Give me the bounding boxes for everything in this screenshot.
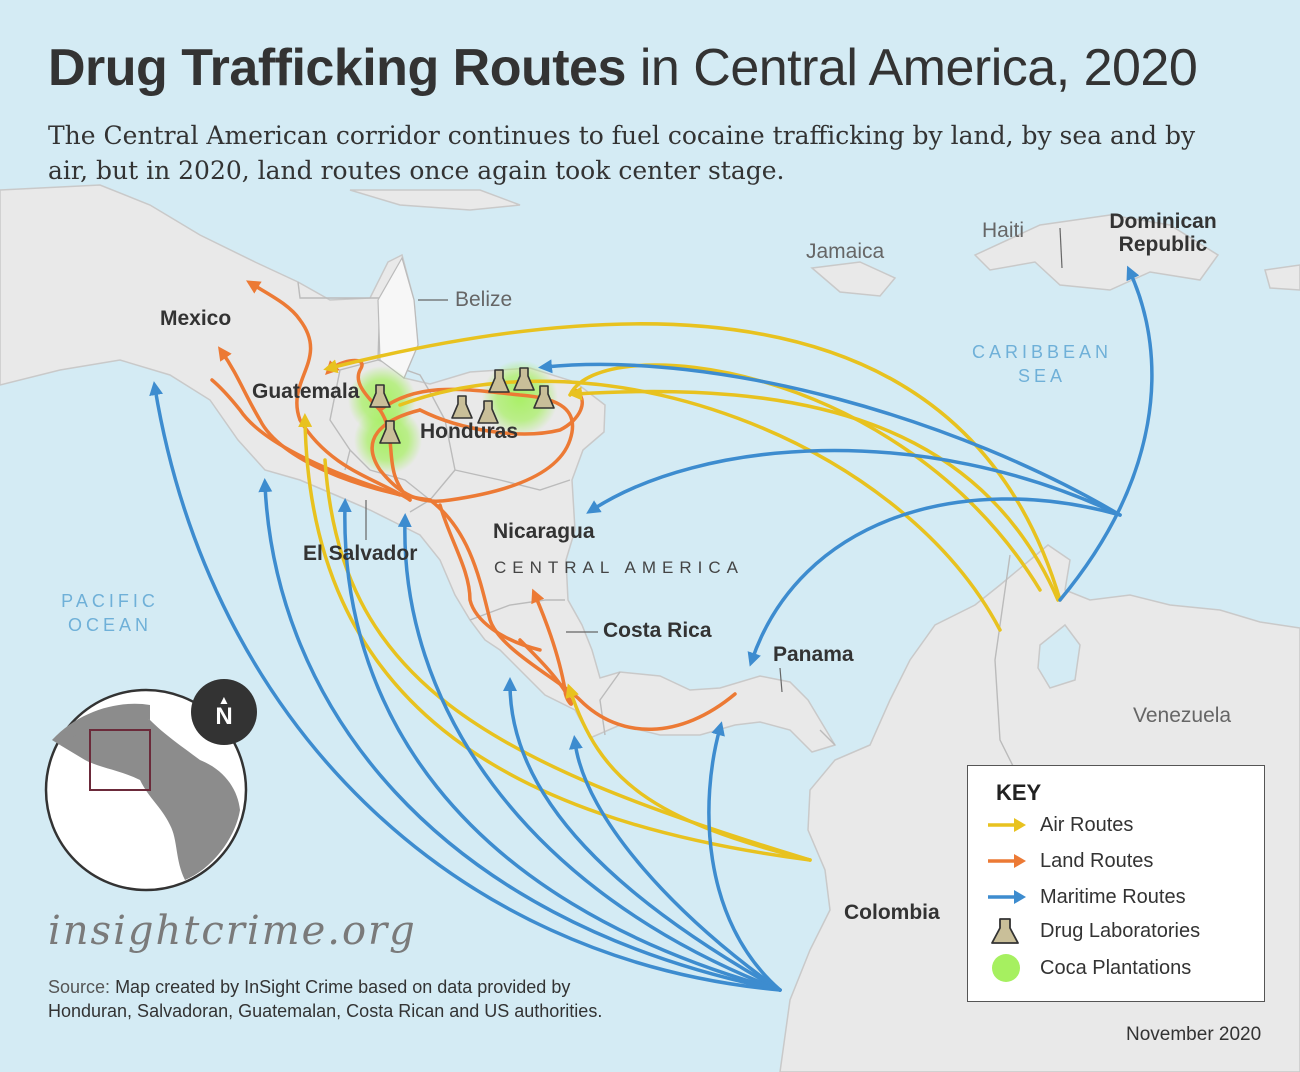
land-puerto-rico (1264, 264, 1300, 291)
flask-icon (379, 420, 401, 444)
flask-icon (513, 367, 535, 391)
label-el-salvador: El Salvador (303, 542, 418, 565)
label-honduras: Honduras (420, 420, 519, 443)
north-label: N (215, 703, 233, 730)
label-venezuela: Venezuela (1133, 704, 1232, 727)
page-subtitle: The Central American corridor continues … (48, 121, 1196, 185)
title-rest: in Central America, 2020 (639, 39, 1198, 97)
page-title: Drug Trafficking Routes in Central Ameri… (48, 38, 1198, 98)
leader-lines (365, 227, 1063, 693)
flask-icon (533, 385, 555, 409)
label-pacific-ocean: PACIFIC OCEAN (61, 591, 159, 635)
label-belize: Belize (455, 288, 513, 311)
label-jamaica: Jamaica (806, 240, 885, 263)
coca-plantation-icon (992, 954, 1020, 982)
label-haiti: Haiti (982, 219, 1025, 242)
land-route-arrow-icon (988, 854, 1026, 868)
key-label-drug-laboratories: Drug Laboratories (1040, 920, 1201, 942)
land-hispaniola (973, 214, 1220, 291)
north-arrow-icon: ▲ N (191, 679, 257, 745)
title-bold: Drug Trafficking Routes (48, 39, 626, 97)
label-guatemala: Guatemala (252, 380, 360, 403)
locator-globe (44, 679, 257, 892)
flask-icon (488, 369, 510, 393)
belize-territory (377, 256, 419, 379)
flask-icon (451, 395, 473, 419)
label-mexico: Mexico (160, 307, 232, 330)
label-panama: Panama (773, 643, 854, 666)
lake-maracaibo (1037, 623, 1081, 689)
key-label-land-routes: Land Routes (1040, 850, 1154, 872)
label-costa-rica: Costa Rica (603, 619, 712, 642)
land-jamaica (810, 261, 897, 297)
key-item-coca-plantations: Coca Plantations (986, 953, 1256, 983)
source-text: Map created by InSight Crime based on da… (48, 977, 603, 1021)
key-title: KEY (996, 780, 1042, 805)
source-label: Source: (48, 977, 111, 997)
drug-laboratories (369, 367, 555, 444)
label-caribbean-sea: CARIBBEAN SEA (971, 342, 1113, 386)
key-label-maritime-routes: Maritime Routes (1040, 886, 1186, 908)
key-label-air-routes: Air Routes (1040, 814, 1134, 836)
key-item-maritime-routes: Maritime Routes (986, 882, 1256, 912)
label-colombia: Colombia (844, 901, 940, 924)
land-routes (210, 280, 737, 731)
land-cuba-strip (349, 189, 521, 211)
north-arrow-glyph: ▲ (218, 693, 230, 707)
source-note: Source: Map created by InSight Crime bas… (48, 975, 608, 1023)
maritime-routes (149, 265, 1154, 992)
flask-icon (369, 384, 391, 408)
brand-url: insightcrime.org (48, 908, 417, 954)
flask-icon (477, 400, 499, 424)
label-central-america: CENTRAL AMERICA (494, 558, 744, 577)
key-item-land-routes: Land Routes (986, 846, 1256, 876)
flask-icon (991, 918, 1019, 944)
label-nicaragua: Nicaragua (493, 520, 595, 543)
key-item-drug-laboratories: Drug Laboratories (986, 916, 1256, 946)
label-dominican-republic: Dominican Republic (1109, 210, 1217, 256)
maritime-route-arrow-icon (988, 890, 1026, 904)
key-item-air-routes: Air Routes (986, 810, 1256, 840)
publish-date: November 2020 (1126, 1024, 1262, 1045)
air-route-arrow-icon (988, 818, 1026, 832)
map-key: KEY Air Routes Land Routes Maritime Rout… (967, 765, 1265, 1002)
key-label-coca-plantations: Coca Plantations (1040, 957, 1192, 979)
